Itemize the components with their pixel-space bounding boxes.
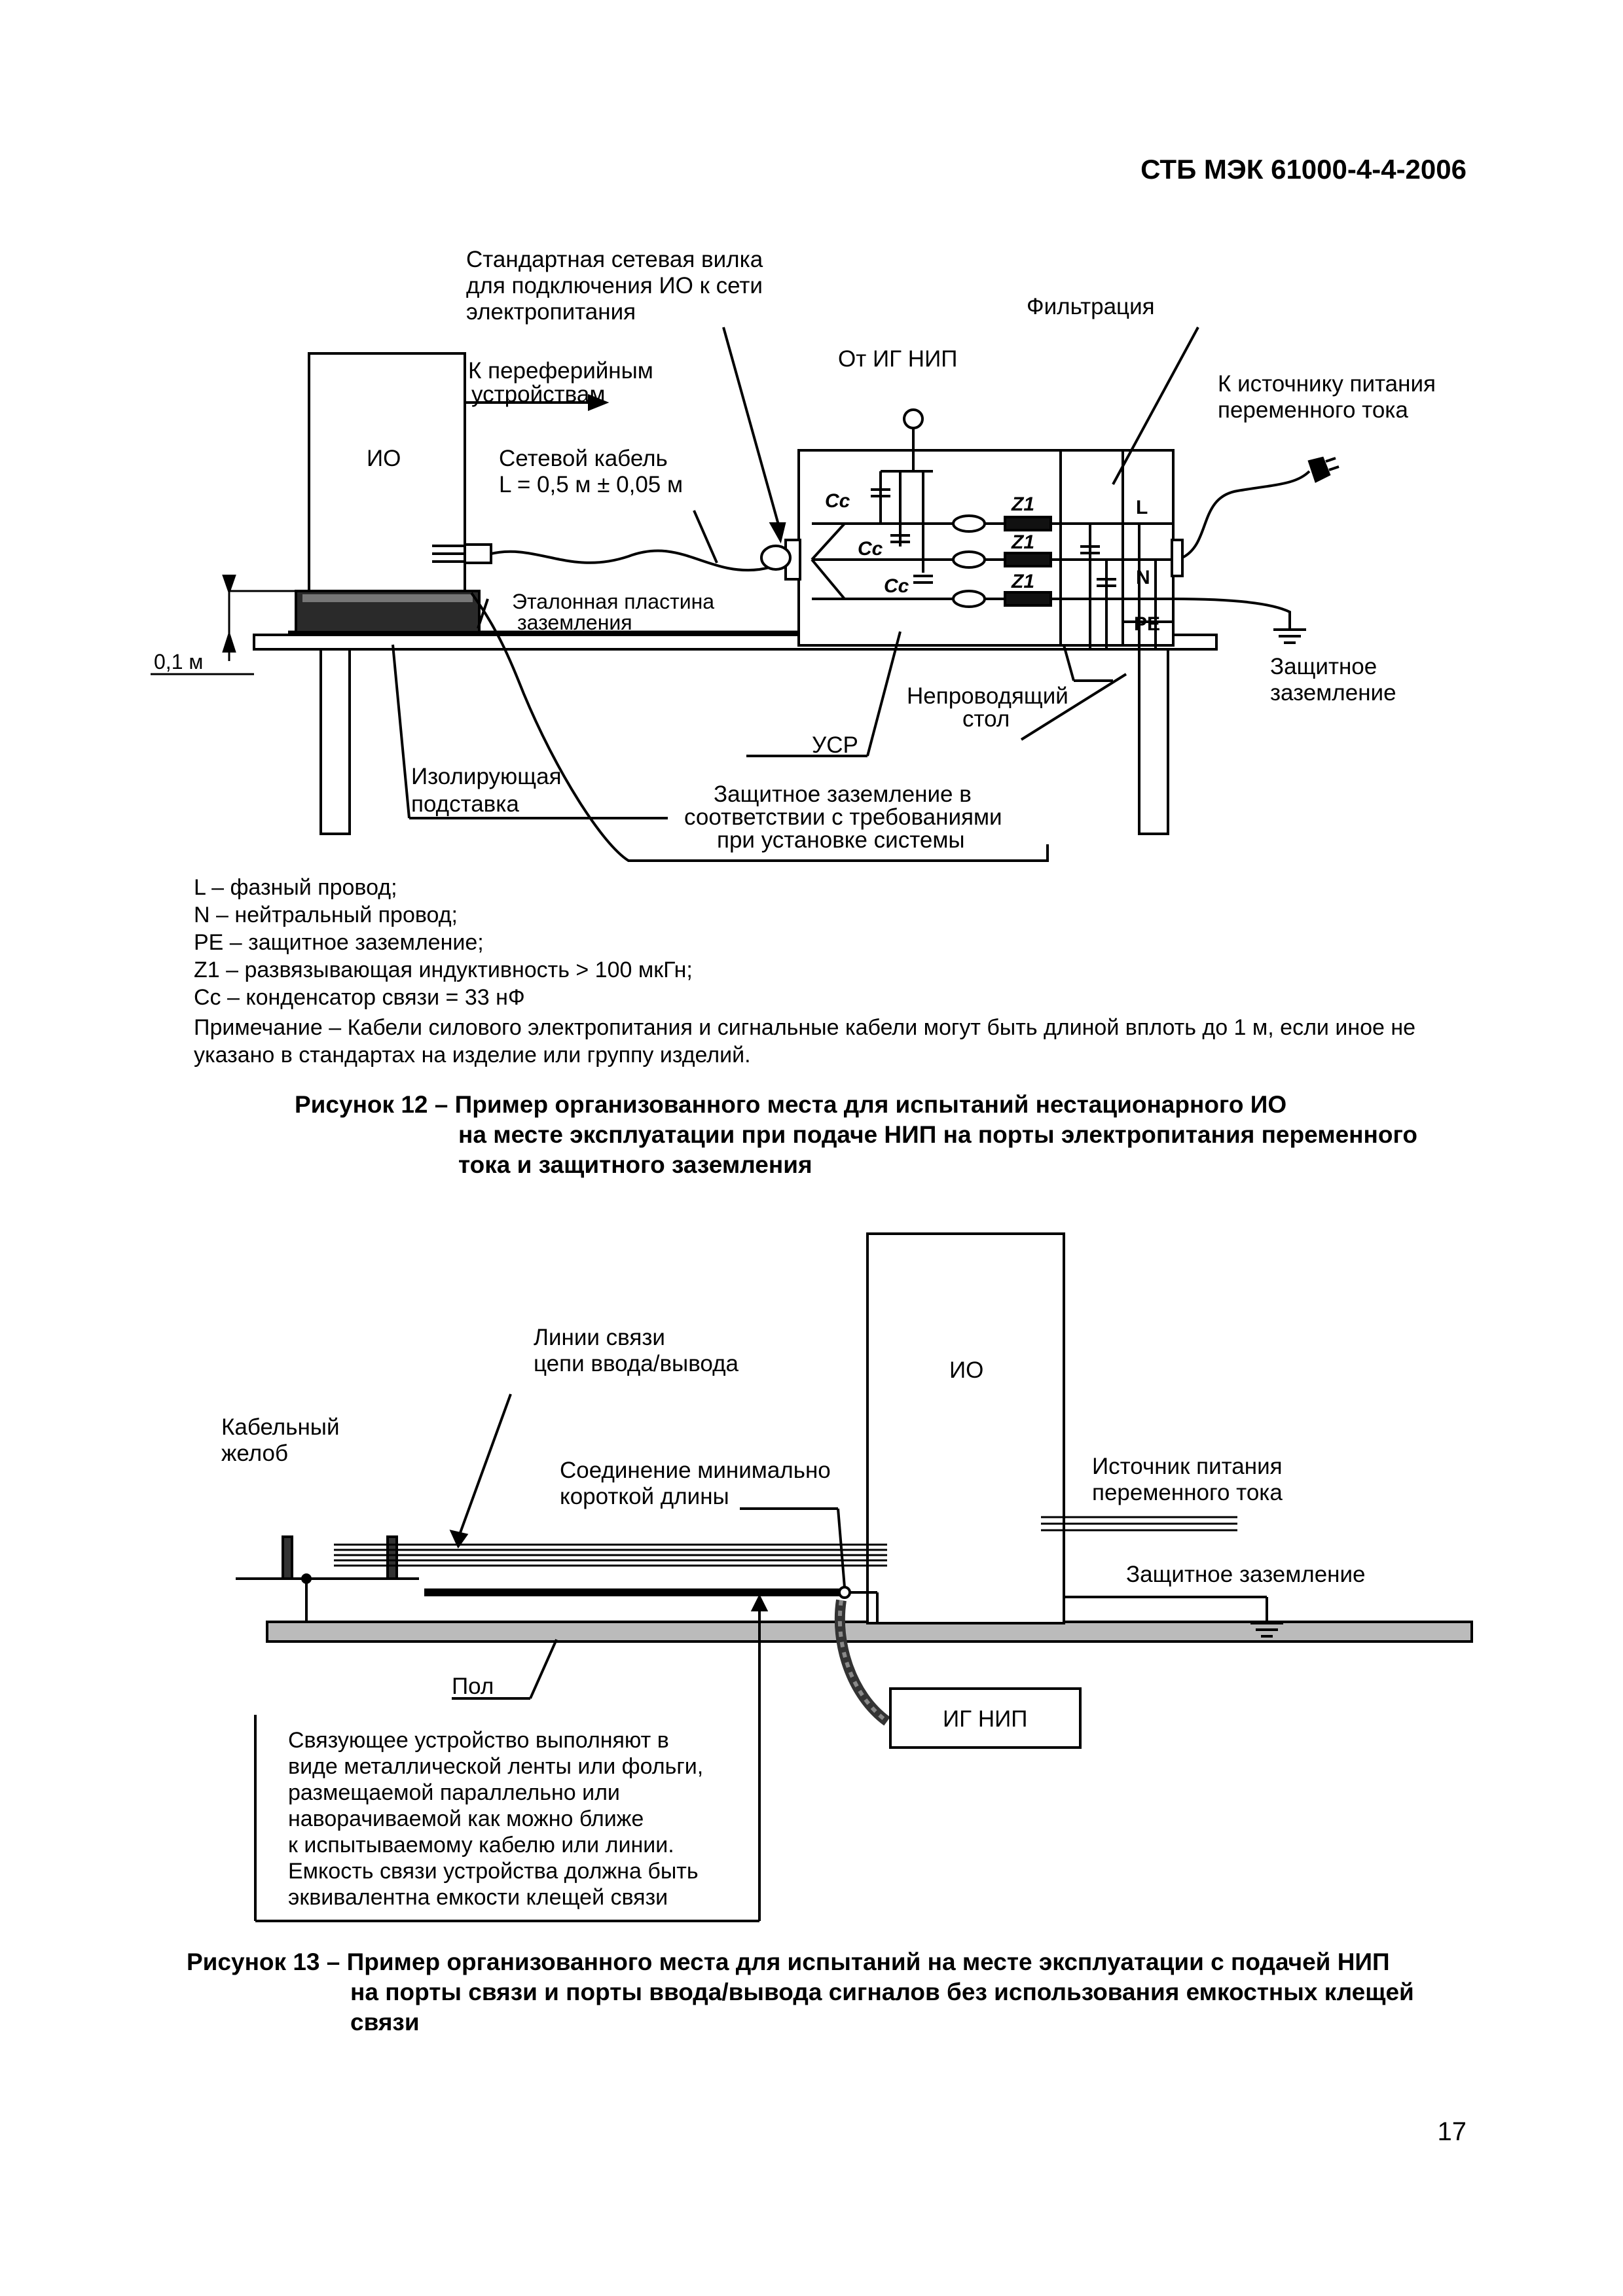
peripheral-label-2: устройствам [471, 382, 605, 407]
prot-ground-label-2: заземление [1270, 680, 1396, 706]
filtration-label: Фильтрация [1027, 294, 1155, 319]
ref-plate-label-2: заземления [517, 611, 632, 634]
short-conn-label-1: Соединение минимально [560, 1458, 831, 1483]
coupling-line-6: Емкость связи устройства должна быть [288, 1859, 699, 1884]
figure-13-caption-line-2: на порты связи и порты ввода/вывода сигн… [350, 1979, 1414, 2005]
coupling-line-1: Связующее устройство выполняют в [288, 1728, 669, 1753]
prot-ground-sys-label-2: соответствии с требованиями [684, 804, 1002, 830]
legend-item-cc: Cc – конденсатор связи = 33 нФ [194, 985, 525, 1010]
prot-ground-sys-label-1: Защитное заземление в [714, 781, 972, 807]
legend-item-n: N – нейтральный провод; [194, 903, 458, 927]
figure-13-caption-line-1: Рисунок 13 – Пример организованного мест… [187, 1948, 1390, 1975]
insulating-label-1: Изолирующая [411, 764, 562, 789]
generator-label: ИГ НИП [943, 1706, 1027, 1732]
eut-label: ИО [367, 446, 401, 471]
coupling-line-4: наворачиваемой как можно ближе [288, 1806, 644, 1831]
legend-item-pe: PE – защитное заземление; [194, 930, 484, 955]
fig13-ac-source-label-1: Источник питания [1092, 1454, 1283, 1479]
coupling-line-2: виде металлической ленты или фольги, [288, 1754, 703, 1779]
prot-ground-sys-label-3: при установке системы [717, 827, 965, 853]
height-label: 0,1 м [154, 650, 203, 673]
figure-13-caption-line-3: связи [350, 2009, 420, 2036]
figure-12-legend: L – фазный провод; N – нейтральный прово… [194, 874, 1477, 1069]
plug-label-2: для подключения ИО к сети [466, 273, 763, 298]
floor-label: Пол [452, 1674, 494, 1699]
fig13-ac-source-label-2: переменного тока [1092, 1480, 1283, 1505]
from-generator-label: От ИГ НИП [838, 346, 957, 372]
tray-label-1: Кабельный [221, 1414, 340, 1440]
z1-label-1: Z1 [1011, 493, 1034, 515]
figure-12-caption-line-3: тока и защитного заземления [458, 1151, 812, 1178]
figure-13-caption: Рисунок 13 – Пример организованного мест… [187, 1947, 1470, 2037]
prot-ground-label-1: Защитное [1270, 654, 1377, 679]
plug-label-1: Стандартная сетевая вилка [466, 247, 763, 272]
legend-item-z1: Z1 – развязывающая индуктивность > 100 м… [194, 958, 693, 982]
ac-source-label-2: переменного тока [1218, 397, 1408, 423]
plug-label-3: электропитания [466, 299, 636, 325]
cc-label-3: Cc [884, 575, 909, 597]
coupling-description: Связующее устройство выполняют в виде ме… [288, 1728, 703, 1910]
figure-12-caption: Рисунок 12 – Пример организованного мест… [295, 1090, 1473, 1180]
ac-source-label-1: К источнику питания [1218, 371, 1436, 397]
pe-terminal-label: PE [1134, 613, 1160, 635]
comm-lines-label-1: Линии связи [534, 1325, 665, 1350]
tray-label-2: желоб [221, 1441, 288, 1466]
cable-label-2: L = 0,5 м ± 0,05 м [499, 472, 683, 497]
short-conn-label-2: короткой длины [560, 1484, 729, 1509]
ref-plate-label-1: Эталонная пластина [512, 590, 714, 613]
peripheral-label-1: К переферийным [468, 358, 653, 384]
fig13-prot-ground-label: Защитное заземление [1126, 1562, 1366, 1587]
z1-label-2: Z1 [1011, 531, 1034, 553]
legend-item-l: L – фазный провод; [194, 875, 397, 900]
cc-label-2: Cc [858, 538, 883, 560]
nonconductive-label-2: стол [962, 706, 1010, 732]
n-terminal-label: N [1136, 567, 1150, 588]
cc-label-1: Cc [825, 490, 850, 512]
coupling-line-3: размещаемой параллельно или [288, 1780, 620, 1805]
figure-13-diagram: ИО Линии связи цепи ввода/вывода Кабельн… [221, 1232, 1473, 1922]
coupling-line-5: к испытываемому кабелю или линии. [288, 1833, 674, 1857]
cdn-label: УСР [812, 732, 858, 758]
fig13-eut-label: ИО [949, 1357, 983, 1383]
document-code: СТБ МЭК 61000-4-4-2006 [1140, 154, 1467, 185]
cable-label-1: Сетевой кабель [499, 446, 668, 471]
nonconductive-label-1: Непроводящий [907, 683, 1068, 709]
z1-label-3: Z1 [1011, 571, 1034, 592]
figure-12-caption-line-2: на месте эксплуатации при подаче НИП на … [458, 1121, 1417, 1148]
figure-12-diagram: Стандартная сетевая вилка для подключени… [151, 247, 1436, 862]
comm-lines-label-2: цепи ввода/вывода [534, 1351, 739, 1376]
l-terminal-label: L [1136, 497, 1148, 518]
figure-12-caption-line-1: Рисунок 12 – Пример организованного мест… [295, 1091, 1287, 1118]
figure-12-note: Примечание – Кабели силового электропита… [194, 1015, 1416, 1067]
page-number: 17 [1437, 2117, 1467, 2146]
insulating-label-2: подставка [411, 791, 519, 817]
coupling-line-7: эквивалентна емкости клещей связи [288, 1885, 668, 1910]
